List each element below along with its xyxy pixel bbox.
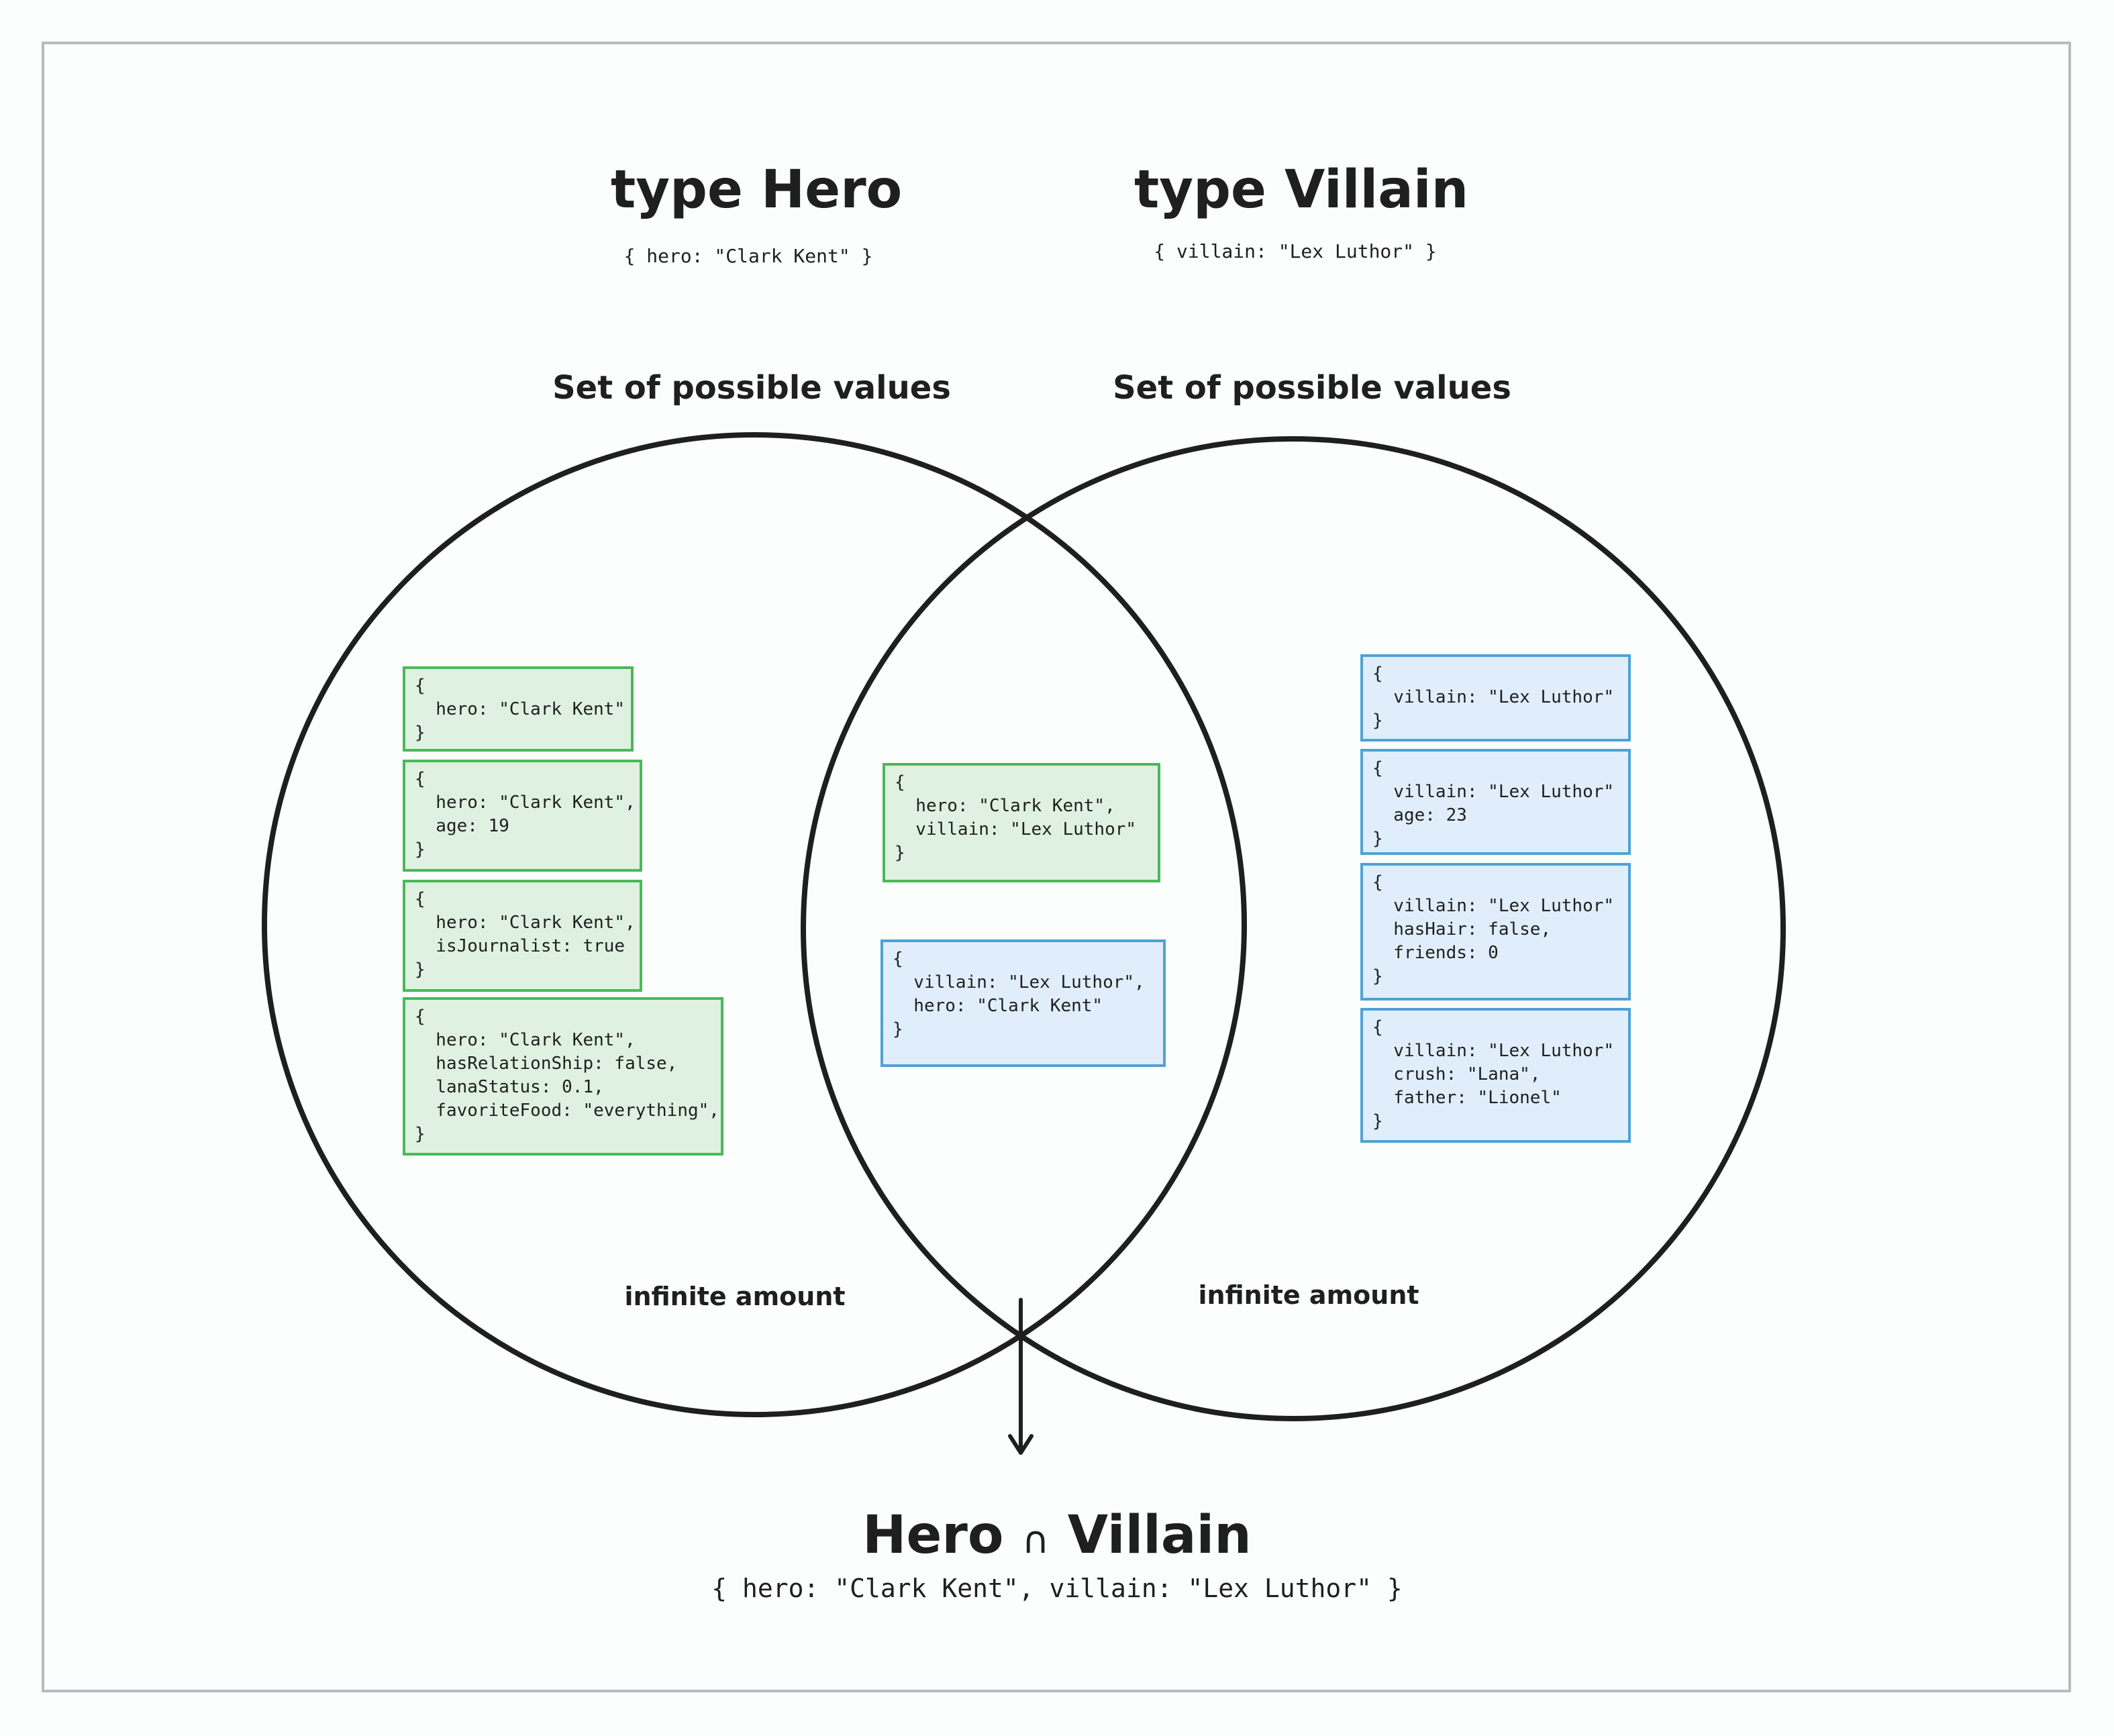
- villain-value-box: { villain: "Lex Luthor" crush: "Lana", f…: [1360, 1008, 1631, 1143]
- intersection-arrow-head: [1008, 1434, 1034, 1455]
- hero-set-circle: [262, 432, 1247, 1417]
- hero-value-box: { hero: "Clark Kent" }: [403, 666, 634, 752]
- intersection-value: { hero: "Clark Kent", villain: "Lex Luth…: [711, 1574, 1403, 1603]
- intersection-title: Hero ∩ Villain: [789, 1505, 1325, 1566]
- intersection-value-box: { hero: "Clark Kent", villain: "Lex Luth…: [883, 763, 1160, 882]
- hero-set-label: Set of possible values: [552, 369, 951, 407]
- villain-value-box: { villain: "Lex Luthor" }: [1360, 654, 1631, 742]
- intersection-value-box: { villain: "Lex Luthor", hero: "Clark Ke…: [880, 939, 1166, 1067]
- villain-set-label: Set of possible values: [1113, 369, 1511, 407]
- hero-value-box: { hero: "Clark Kent", hasRelationShip: f…: [403, 997, 723, 1156]
- villain-set-circle: [801, 436, 1786, 1421]
- hero-type-title: type Hero: [611, 160, 903, 220]
- hero-value-box: { hero: "Clark Kent", age: 19 }: [403, 760, 642, 872]
- villain-amount-label: infinite amount: [1198, 1280, 1419, 1310]
- hero-value-box: { hero: "Clark Kent", isJournalist: true…: [403, 880, 642, 992]
- intersection-operator: ∩: [1021, 1519, 1050, 1562]
- villain-value-box: { villain: "Lex Luthor" age: 23 }: [1360, 749, 1631, 855]
- villain-type-subtitle: { villain: "Lex Luthor" }: [1154, 240, 1437, 262]
- hero-amount-label: infinite amount: [624, 1282, 846, 1311]
- hero-type-subtitle: { hero: "Clark Kent" }: [623, 245, 873, 267]
- intersection-left-type: Hero: [862, 1505, 1004, 1566]
- villain-type-title: type Villain: [1134, 160, 1469, 220]
- intersection-right-type: Villain: [1067, 1505, 1252, 1566]
- villain-value-box: { villain: "Lex Luthor" hasHair: false, …: [1360, 863, 1631, 1001]
